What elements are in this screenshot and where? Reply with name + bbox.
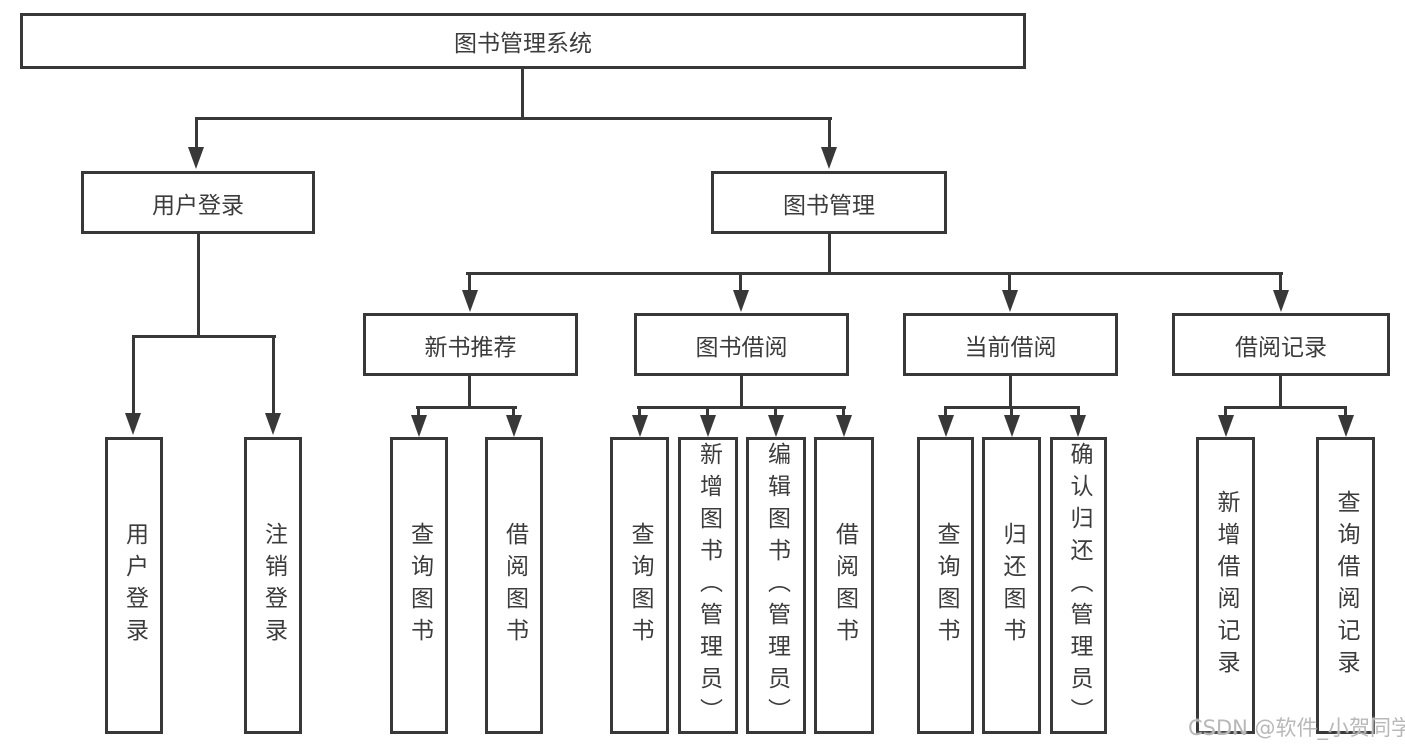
arrow-down-icon bbox=[938, 415, 954, 437]
arrow-down-icon bbox=[1070, 415, 1086, 437]
arrow-down-icon bbox=[506, 415, 522, 437]
node-book-borrowing: 图书借阅 bbox=[634, 313, 849, 376]
node-borrowing-records: 借阅记录 bbox=[1172, 313, 1390, 376]
leaf-return-books: 归还图书 bbox=[982, 437, 1041, 734]
node-label: 新书推荐 bbox=[424, 334, 517, 361]
leaf-label: 查询图书 bbox=[627, 521, 653, 650]
node-label: 图书借阅 bbox=[695, 334, 788, 361]
connector-drop bbox=[1008, 272, 1011, 292]
leaf-borrow-books-recommend: 借阅图书 bbox=[485, 437, 543, 734]
connector-records-bar bbox=[1224, 406, 1347, 409]
connector-borrowing-stem bbox=[740, 376, 743, 408]
arrow-down-icon bbox=[1218, 415, 1234, 437]
connector-drop bbox=[638, 406, 641, 417]
arrow-down-icon bbox=[1273, 290, 1289, 312]
leaf-label: 查询借阅记录 bbox=[1333, 489, 1359, 682]
arrow-down-icon bbox=[265, 413, 281, 435]
connector-recommend-bar bbox=[416, 406, 517, 409]
connector-drop bbox=[195, 117, 198, 150]
leaf-label: 借阅图书 bbox=[831, 521, 858, 650]
leaf-label: 查询图书 bbox=[933, 521, 959, 650]
connector-drop bbox=[1344, 406, 1347, 417]
connector-drop bbox=[1224, 406, 1227, 417]
node-label: 图书管理系统 bbox=[454, 31, 592, 57]
arrow-down-icon bbox=[632, 415, 648, 437]
node-new-book-recommendation: 新书推荐 bbox=[363, 313, 578, 376]
leaf-logout-login: 注销登录 bbox=[244, 437, 302, 734]
connector-current-stem bbox=[1009, 376, 1012, 408]
leaf-edit-books-admin: 编辑图书（管理员） bbox=[746, 437, 806, 734]
connector-drop bbox=[774, 406, 777, 417]
connector-borrowing-bar bbox=[637, 406, 846, 409]
leaf-add-borrow-record: 新增借阅记录 bbox=[1196, 437, 1255, 734]
connector-records-stem bbox=[1279, 376, 1282, 408]
leaf-label: 查询图书 bbox=[406, 521, 433, 650]
arrow-down-icon bbox=[768, 415, 784, 437]
leaf-label: 借阅图书 bbox=[501, 521, 528, 650]
connector-drop bbox=[1010, 406, 1013, 417]
leaf-query-books-current: 查询图书 bbox=[917, 437, 974, 734]
arrow-down-icon bbox=[1338, 415, 1354, 437]
node-library-management-system: 图书管理系统 bbox=[20, 13, 1026, 69]
leaf-label: 编辑图书（管理员） bbox=[763, 441, 790, 730]
leaf-user-login: 用户登录 bbox=[105, 437, 163, 734]
connector-root-stem bbox=[521, 69, 524, 118]
connector-root-bar bbox=[195, 117, 832, 120]
node-book-management: 图书管理 bbox=[711, 171, 947, 234]
node-user-login: 用户登录 bbox=[81, 171, 315, 234]
connector-user-login-stem bbox=[197, 234, 200, 337]
connector-book-mgmt-bar bbox=[466, 272, 1283, 275]
connector-drop bbox=[706, 406, 709, 417]
connector-drop bbox=[739, 272, 742, 292]
leaf-label: 注销登录 bbox=[260, 521, 287, 650]
arrow-down-icon bbox=[462, 290, 478, 312]
leaf-label: 用户登录 bbox=[121, 521, 148, 650]
arrow-down-icon bbox=[836, 415, 852, 437]
connector-book-mgmt-stem bbox=[828, 234, 831, 275]
connector-drop bbox=[828, 117, 831, 150]
arrow-down-icon bbox=[188, 147, 204, 169]
node-current-borrowing: 当前借阅 bbox=[903, 313, 1118, 376]
connector-drop bbox=[1077, 406, 1080, 417]
connector-drop bbox=[944, 406, 947, 417]
arrow-down-icon bbox=[700, 415, 716, 437]
node-label: 借阅记录 bbox=[1235, 334, 1327, 361]
connector-drop bbox=[468, 272, 471, 292]
node-label: 当前借阅 bbox=[964, 334, 1057, 361]
arrow-down-icon bbox=[1004, 415, 1020, 437]
arrow-down-icon bbox=[411, 415, 427, 437]
connector-drop bbox=[132, 335, 135, 415]
connector-recommend-stem bbox=[468, 376, 471, 408]
node-label: 用户登录 bbox=[152, 192, 244, 219]
connector-user-login-bar bbox=[132, 335, 276, 338]
leaf-borrow-books-borrow: 借阅图书 bbox=[814, 437, 874, 734]
connector-drop bbox=[842, 406, 845, 417]
arrow-down-icon bbox=[821, 147, 837, 169]
leaf-query-books-borrow: 查询图书 bbox=[610, 437, 669, 734]
node-label: 图书管理 bbox=[783, 192, 875, 219]
leaf-label: 归还图书 bbox=[999, 521, 1025, 650]
connector-drop bbox=[417, 406, 420, 417]
leaf-query-books-recommend: 查询图书 bbox=[390, 437, 448, 734]
leaf-label: 确认归还（管理员） bbox=[1066, 441, 1092, 730]
leaf-confirm-return-admin: 确认归还（管理员） bbox=[1050, 437, 1107, 734]
arrow-down-icon bbox=[125, 413, 141, 435]
connector-drop bbox=[512, 406, 515, 417]
connector-drop bbox=[272, 335, 275, 415]
arrow-down-icon bbox=[1002, 290, 1018, 312]
leaf-label: 新增图书（管理员） bbox=[695, 441, 722, 730]
leaf-label: 新增借阅记录 bbox=[1213, 489, 1239, 682]
leaf-add-books-admin: 新增图书（管理员） bbox=[678, 437, 738, 734]
connector-drop bbox=[1279, 272, 1282, 292]
leaf-query-borrow-record: 查询借阅记录 bbox=[1316, 437, 1375, 734]
arrow-down-icon bbox=[733, 290, 749, 312]
watermark-text: CSDN @软件_小贺同学 bbox=[1188, 716, 1405, 740]
